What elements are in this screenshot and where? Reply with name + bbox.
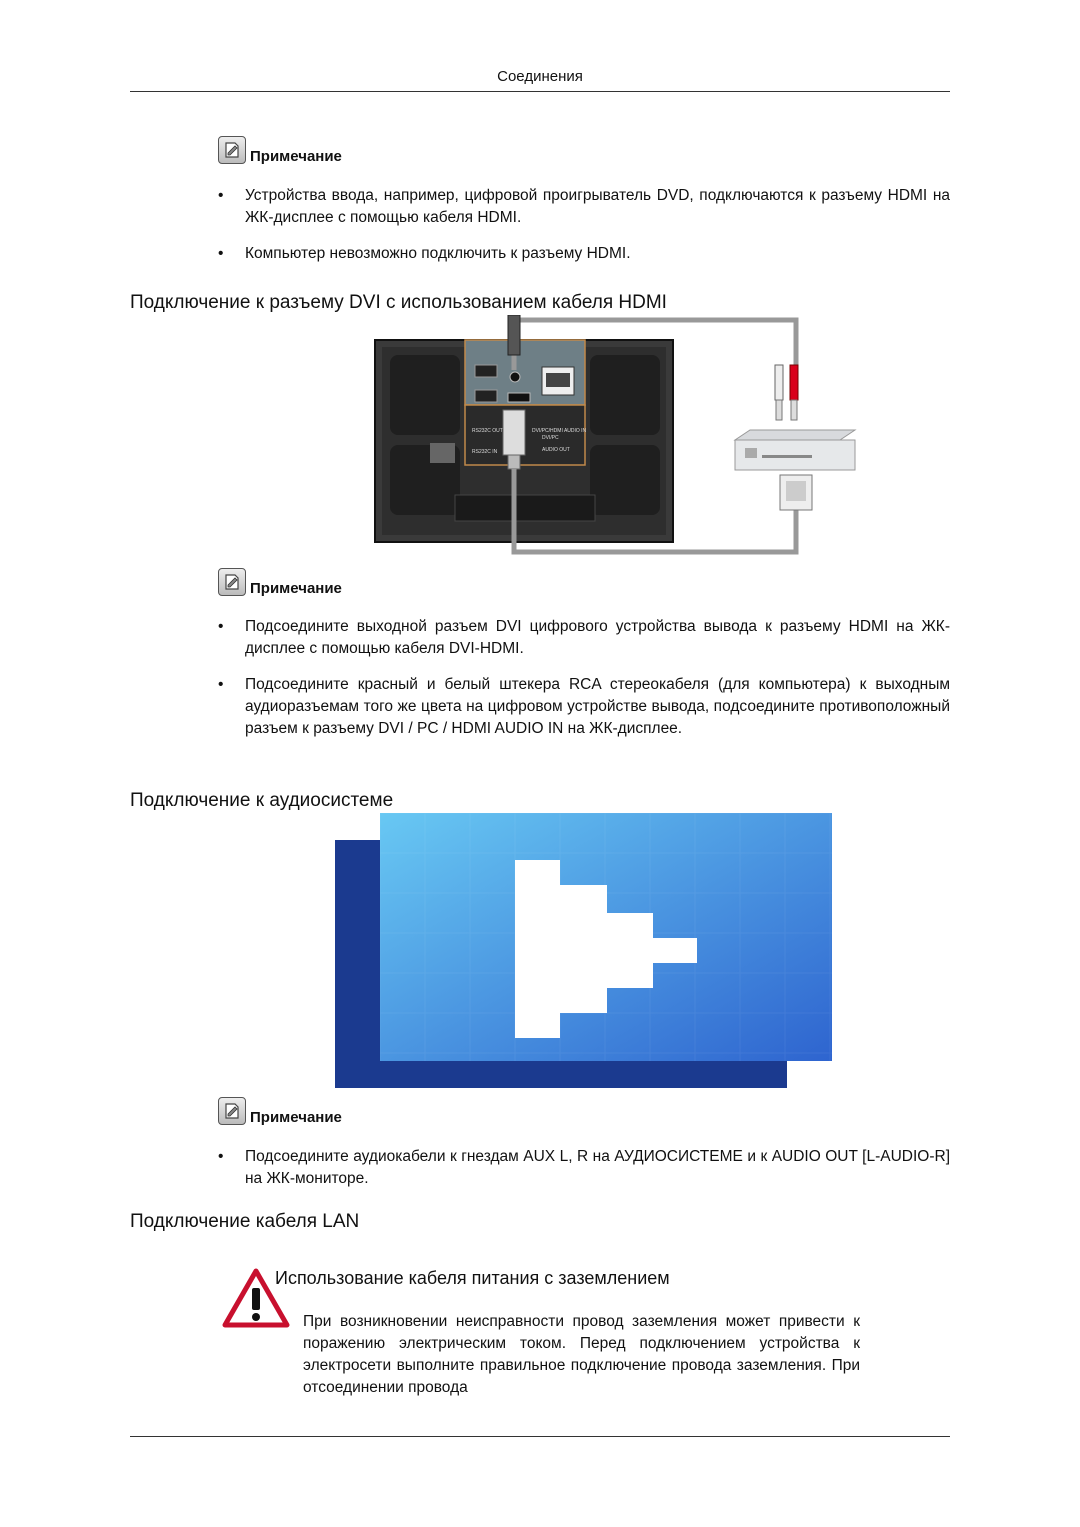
note-icon [218, 1096, 246, 1125]
note-label: Примечание [250, 1109, 342, 1126]
section-title-lan: Подключение кабеля LAN [130, 1211, 360, 1232]
section-title-dvi-hdmi: Подключение к разъему DVI с использовани… [130, 292, 667, 313]
warning-title: Использование кабеля питания с заземлени… [275, 1268, 670, 1288]
note-label: Примечание [250, 580, 342, 597]
note-heading-2: Примечание [218, 566, 342, 597]
warning-icon [222, 1268, 290, 1328]
panel-label-audio-in: DVI/PC/HDMI AUDIO IN [532, 428, 587, 434]
note-list-2: Подсоедините выходной разъем DVI цифрово… [218, 616, 950, 754]
section-title-audio: Подключение к аудиосистеме [130, 790, 394, 811]
note-icon [218, 567, 246, 596]
note-list-3: Подсоедините аудиокабели к гнездам AUX L… [218, 1146, 950, 1204]
list-item: Подсоедините красный и белый штекера RCA… [218, 674, 950, 740]
list-item: Подсоедините выходной разъем DVI цифрово… [218, 616, 950, 660]
audio-video-placeholder [335, 813, 832, 1088]
footer-divider [130, 1436, 950, 1437]
panel-label-rs232c-out: RS232C OUT [472, 428, 503, 434]
note-heading-1: Примечание [218, 134, 342, 165]
list-item: Устройства ввода, например, цифровой про… [218, 185, 950, 229]
warning-text: При возникновении неисправности провод з… [303, 1313, 860, 1396]
panel-label-dvi-pc: DVI/PC [542, 435, 559, 441]
panel-label-audio-out: AUDIO OUT [542, 447, 570, 453]
list-item: Компьютер невозможно подключить к разъем… [218, 243, 950, 265]
list-item: Подсоедините аудиокабели к гнездам AUX L… [218, 1146, 950, 1190]
play-icon [515, 860, 697, 1038]
dvi-hdmi-connection-diagram: RS232C OUT DVI/PC/HDMI AUDIO IN RS232C I… [374, 315, 857, 555]
page-header-title: Соединения [497, 68, 583, 85]
note-icon [218, 135, 246, 164]
panel-label-rs232c-in: RS232C IN [472, 449, 498, 455]
note-label: Примечание [250, 148, 342, 165]
note-heading-3: Примечание [218, 1095, 342, 1126]
note-list-1: Устройства ввода, например, цифровой про… [218, 185, 950, 279]
header-divider [130, 91, 950, 92]
